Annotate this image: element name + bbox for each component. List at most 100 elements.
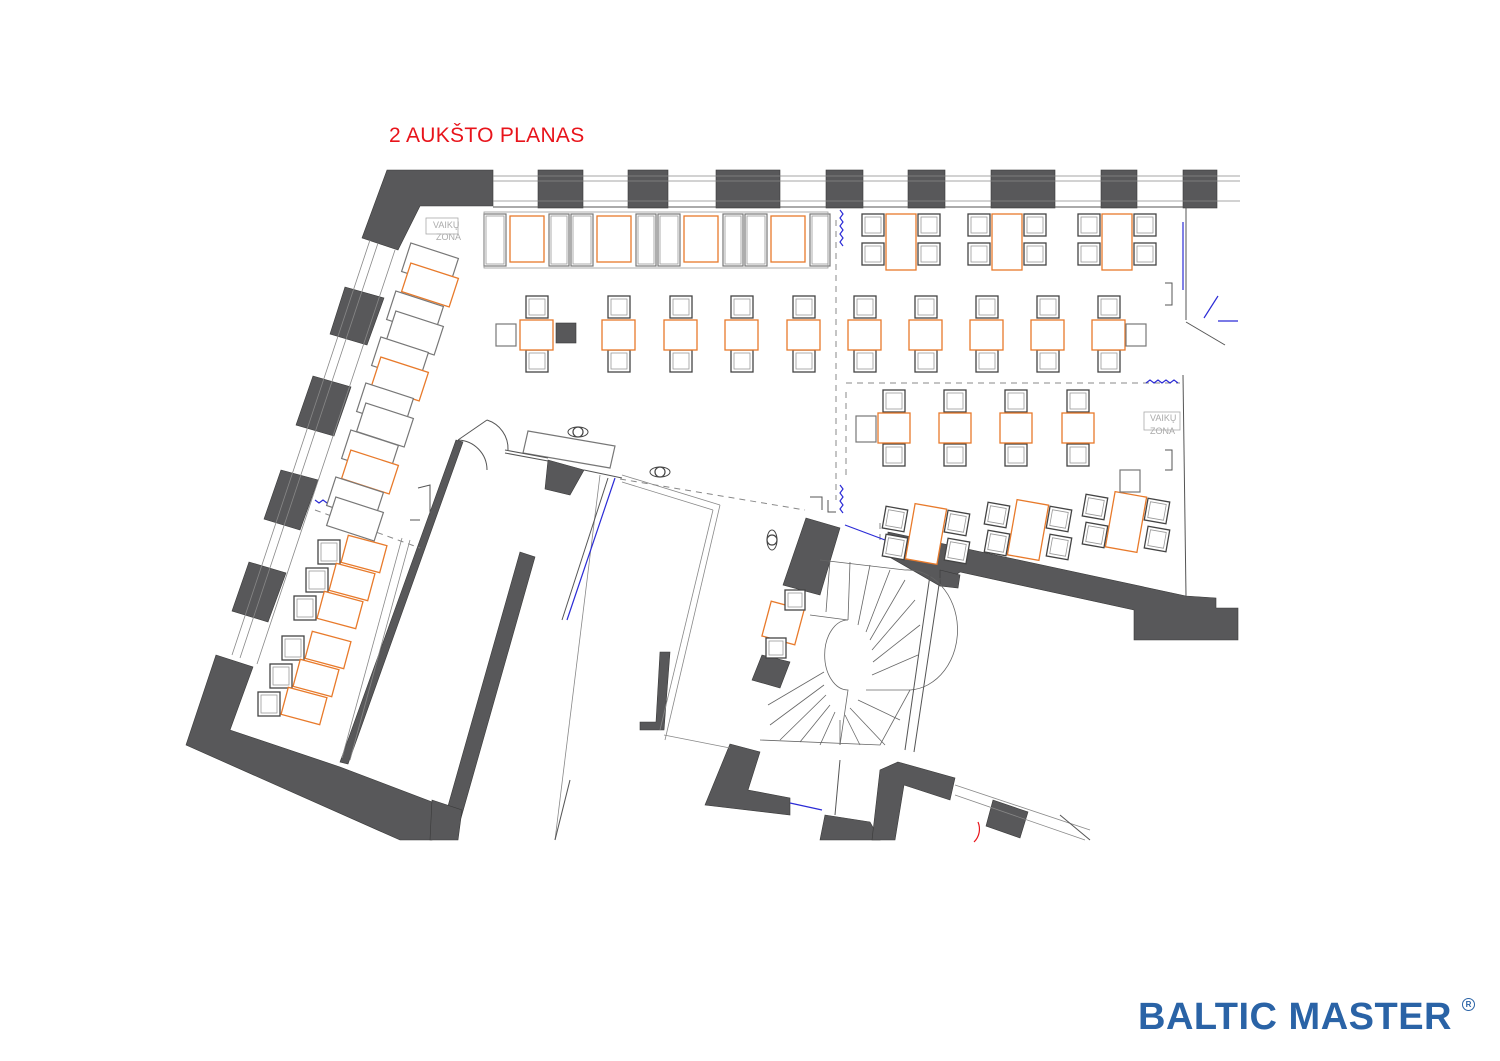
chair-cushion xyxy=(864,216,882,234)
sofa-seat xyxy=(483,213,507,267)
chair xyxy=(881,505,909,533)
chair xyxy=(967,213,991,237)
chair xyxy=(1045,505,1073,533)
chair xyxy=(943,537,971,565)
chair xyxy=(917,213,941,237)
wall-counter-block xyxy=(544,459,585,496)
chair-cushion xyxy=(284,638,302,658)
wall-stair-upper xyxy=(782,517,841,596)
chair xyxy=(784,589,806,611)
chair xyxy=(730,295,754,319)
furniture xyxy=(257,211,1171,726)
chair-cushion xyxy=(920,216,938,234)
chair-cushion xyxy=(947,541,967,561)
table xyxy=(400,262,460,308)
table xyxy=(877,412,911,444)
table xyxy=(999,412,1033,444)
chair xyxy=(607,295,631,319)
table xyxy=(292,658,340,698)
table xyxy=(663,319,698,351)
kids-zone-right: VAIKŲ ZONA xyxy=(1143,411,1181,436)
chair xyxy=(1081,521,1109,549)
chair xyxy=(914,295,938,319)
table xyxy=(1006,498,1050,562)
wall-stair-bottom xyxy=(819,814,881,841)
chair xyxy=(1066,443,1090,467)
chair xyxy=(983,529,1011,557)
wall-partition-bottom xyxy=(429,799,463,841)
sofa-cushion xyxy=(550,215,568,265)
chair-cushion xyxy=(1080,245,1098,263)
chair-cushion xyxy=(987,533,1007,553)
chair-cushion xyxy=(920,245,938,263)
table xyxy=(325,496,385,542)
plan-title: 2 AUKŠTO PLANAS xyxy=(389,124,585,147)
side-chair xyxy=(855,415,877,443)
chair-cushion xyxy=(795,298,813,316)
table xyxy=(1061,412,1095,444)
chair xyxy=(257,691,281,717)
chair-cushion xyxy=(320,542,338,562)
table xyxy=(304,630,352,670)
chair-cushion xyxy=(970,216,988,234)
table xyxy=(328,562,376,602)
chair-cushion xyxy=(1049,537,1069,557)
chair-cushion xyxy=(1007,446,1025,464)
wall-inner-bar xyxy=(445,551,536,819)
chair-cushion xyxy=(946,392,964,410)
chair xyxy=(1143,497,1171,525)
chair xyxy=(792,295,816,319)
wall-right-lower xyxy=(885,531,1239,641)
chair xyxy=(269,663,293,689)
chair xyxy=(975,295,999,319)
chair xyxy=(1133,242,1157,266)
chair-cushion xyxy=(1136,245,1154,263)
table xyxy=(938,412,972,444)
chair-cushion xyxy=(885,537,905,557)
table xyxy=(991,213,1023,271)
wall-pier-bottom xyxy=(985,799,1029,839)
chair-cushion xyxy=(885,392,903,410)
table xyxy=(509,215,545,263)
table xyxy=(1091,319,1126,351)
chair xyxy=(861,213,885,237)
table xyxy=(1030,319,1065,351)
chair-cushion xyxy=(1039,298,1057,316)
chair xyxy=(882,443,906,467)
table xyxy=(904,502,948,566)
chair-cushion xyxy=(1080,216,1098,234)
chair xyxy=(281,635,305,661)
chair-cushion xyxy=(917,298,935,316)
staff-icons xyxy=(567,426,778,551)
table xyxy=(786,319,821,351)
chair xyxy=(1045,533,1073,561)
wall-pier xyxy=(231,561,287,623)
chair-cushion xyxy=(885,446,903,464)
chair-cushion xyxy=(864,245,882,263)
chair xyxy=(943,389,967,413)
column-block xyxy=(555,322,577,344)
table xyxy=(724,319,759,351)
zone-label-line2: ZONA xyxy=(436,232,461,242)
person-icon xyxy=(649,466,671,478)
chair xyxy=(943,443,967,467)
chair-cushion xyxy=(787,592,803,608)
chair xyxy=(1066,389,1090,413)
wall-small-l xyxy=(639,651,671,731)
chair-cushion xyxy=(1085,497,1105,517)
chair xyxy=(1036,295,1060,319)
chair xyxy=(1097,295,1121,319)
sofa-seat xyxy=(548,213,570,267)
table xyxy=(316,590,364,630)
table xyxy=(847,319,882,351)
chair-cushion xyxy=(1147,529,1167,549)
sofa-seat xyxy=(744,213,768,267)
zone-label-line1: VAIKŲ xyxy=(1150,413,1176,423)
zone-label-line1: VAIKŲ xyxy=(433,220,459,230)
chair-cushion xyxy=(528,352,546,370)
person-icon xyxy=(766,529,778,551)
chair-cushion xyxy=(768,640,784,656)
table xyxy=(1104,490,1148,554)
chair xyxy=(1133,213,1157,237)
chair-cushion xyxy=(1100,352,1118,370)
